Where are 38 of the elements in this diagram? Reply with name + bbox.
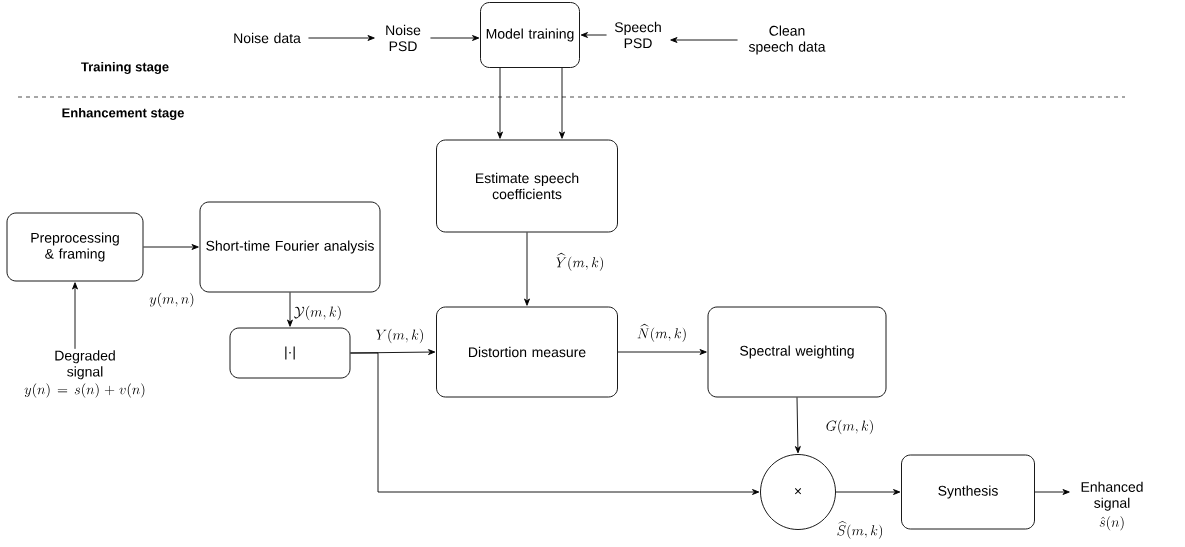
arrow bbox=[835, 489, 901, 495]
arrow bbox=[308, 35, 375, 41]
process-box: Short-time Fourier analysis bbox=[199, 201, 381, 293]
arrow bbox=[287, 292, 293, 327]
edge-label: $\widehat{N}(m,k)$ bbox=[635, 323, 689, 343]
arrow bbox=[617, 349, 707, 355]
signal-text: Speech PSD bbox=[614, 21, 661, 49]
arrow bbox=[72, 282, 78, 350]
process-box: Synthesis bbox=[901, 454, 1035, 530]
process-box: Model training bbox=[480, 2, 580, 68]
stage-label: Training stage bbox=[81, 61, 169, 75]
signal-text: Noise PSD bbox=[386, 24, 421, 52]
arrow bbox=[350, 352, 760, 495]
edge-label: $Y(m,k)$ bbox=[374, 327, 426, 345]
process-box: Spectral weighting bbox=[707, 306, 887, 398]
source-text: Noise data bbox=[234, 32, 301, 44]
arrow bbox=[559, 67, 565, 139]
process-box: Estimate speech coefficients bbox=[436, 139, 618, 233]
arrow bbox=[794, 397, 801, 454]
input-text: Degraded signal $y(n) = s(n) + v(n)$ bbox=[24, 350, 145, 398]
edge-label: $y(m,n)$ bbox=[148, 291, 196, 309]
stage-label: Enhancement stage bbox=[62, 107, 184, 121]
arrow bbox=[430, 35, 480, 41]
process-box: Preprocessing & framing bbox=[6, 212, 144, 282]
edge-label: $G(m,k)$ bbox=[824, 418, 876, 436]
source-text: Clean speech data bbox=[748, 25, 826, 55]
arrow bbox=[580, 32, 607, 38]
arrow bbox=[1034, 489, 1070, 495]
arrow bbox=[524, 232, 530, 306]
arrow bbox=[143, 244, 199, 250]
operator-box: |·| bbox=[229, 327, 351, 379]
edge-label: $\widehat{Y}(m,k)$ bbox=[554, 252, 606, 272]
arrow bbox=[670, 37, 738, 43]
arrow bbox=[497, 67, 503, 139]
edge-label: $\mathcal{Y}(m,k)$ bbox=[292, 304, 344, 322]
process-box: Distortion measure bbox=[436, 306, 618, 398]
output-text: Enhanced signal $\hat{s}(n)$ bbox=[1081, 481, 1143, 531]
edge-label: $\widehat{S}(m,k)$ bbox=[835, 520, 885, 540]
